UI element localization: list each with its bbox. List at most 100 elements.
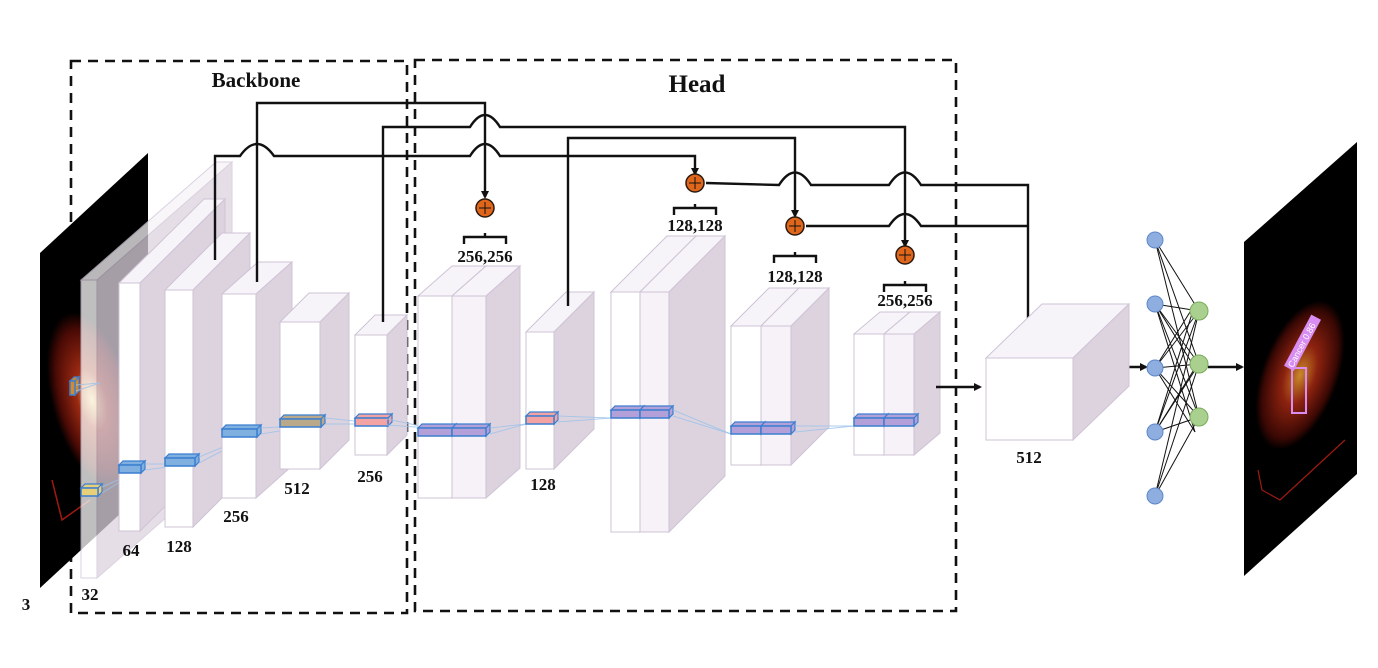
receptive-field-ray bbox=[557, 415, 612, 419]
detection-box bbox=[1291, 367, 1307, 414]
input-channels-label: 3 bbox=[22, 595, 31, 614]
receptive-field-ray bbox=[557, 417, 612, 423]
head-feature-4-b-front bbox=[760, 425, 792, 435]
detection-label-bg bbox=[1284, 314, 1321, 371]
concat-node-4: 256,256 bbox=[877, 245, 933, 310]
head-feature-1-a bbox=[416, 422, 458, 438]
head-feature-5-a-front bbox=[853, 417, 885, 427]
head-feature-2 bbox=[524, 410, 560, 426]
head-layer-3-b bbox=[638, 234, 727, 534]
backbone-feature-5-front bbox=[279, 418, 322, 428]
concat-bracket bbox=[462, 233, 508, 244]
head-feature-4-b bbox=[759, 420, 797, 436]
backbone-layer-1-front bbox=[80, 279, 98, 579]
head-layer-5-b-front bbox=[883, 333, 915, 456]
head-feature-3-b bbox=[638, 404, 675, 420]
concat-label: 256,256 bbox=[877, 291, 932, 310]
backbone-layer-5-front bbox=[279, 321, 321, 470]
backbone-feature-3-front bbox=[164, 457, 196, 467]
fc-connection bbox=[1154, 239, 1200, 312]
head-title: Head bbox=[669, 71, 726, 98]
fc-input-node-2 bbox=[1146, 295, 1164, 313]
head-layer-label-2: 128 bbox=[530, 475, 556, 494]
concat-bracket bbox=[672, 204, 718, 215]
skip-line-1 bbox=[213, 142, 699, 260]
fc-connection bbox=[1154, 363, 1200, 497]
backbone-feature-2 bbox=[117, 459, 147, 475]
fc-input-node-4 bbox=[1146, 423, 1164, 441]
concat-label: 128,128 bbox=[767, 267, 822, 286]
backbone-layer-label-5: 512 bbox=[284, 479, 310, 498]
backbone-feature-1-front bbox=[80, 487, 99, 497]
head-feature-1-b bbox=[450, 422, 492, 438]
output-body-outline bbox=[1257, 439, 1346, 501]
output-block-front bbox=[985, 357, 1074, 441]
skip-line-4 bbox=[566, 136, 799, 306]
head-feature-3-a-front bbox=[610, 409, 641, 419]
head-layer-1-a-front bbox=[417, 295, 453, 499]
receptive-field-ray bbox=[75, 382, 101, 386]
fc-connection bbox=[1154, 416, 1200, 497]
receptive-field-ray bbox=[672, 409, 732, 435]
backbone-feature-5 bbox=[278, 413, 327, 429]
head-layer-2-front bbox=[525, 331, 555, 470]
concat-label: 128,128 bbox=[667, 216, 722, 235]
concat-output-line-2 bbox=[806, 212, 1028, 228]
fc-connection bbox=[1154, 303, 1196, 369]
head-layer-2 bbox=[524, 290, 596, 471]
head-feature-5-b-front bbox=[883, 417, 915, 427]
backbone-layer-2-front bbox=[118, 282, 141, 532]
backbone-feature-1 bbox=[79, 482, 104, 498]
backbone-layer-6-side bbox=[386, 313, 408, 457]
concat-output-line-1 bbox=[705, 171, 1032, 360]
concat-node-1: 256,256 bbox=[457, 198, 513, 266]
skip-line-2 bbox=[255, 101, 489, 282]
head-border bbox=[413, 58, 958, 613]
head-feature-3-b-front bbox=[639, 409, 670, 419]
receptive-field-ray bbox=[489, 423, 527, 435]
head-layer-1-b bbox=[450, 264, 522, 500]
output-feature-block: 512 bbox=[984, 302, 1131, 467]
backbone-feature-2-front bbox=[118, 464, 142, 474]
fully-connected-network bbox=[1146, 231, 1209, 505]
fc-output-node-3 bbox=[1189, 407, 1209, 427]
receptive-field-ray bbox=[75, 382, 101, 392]
backbone-layer-5-side bbox=[319, 291, 350, 471]
fc-input-node-5 bbox=[1146, 487, 1164, 505]
backbone-layer-label-1: 32 bbox=[82, 585, 99, 604]
backbone-feature-6-front bbox=[354, 417, 389, 427]
backbone-layer-4-front bbox=[221, 293, 257, 499]
receptive-field-ray bbox=[672, 415, 732, 435]
head-layer-5-a-front bbox=[853, 333, 885, 456]
backbone-layer-label-2: 64 bbox=[123, 541, 141, 560]
layer-blocks: 32 64 128 256 512 256 128 bbox=[68, 160, 942, 604]
output-image: Cancer 0.86 bbox=[1244, 142, 1357, 576]
backbone-layer-label-3: 128 bbox=[166, 537, 192, 556]
head-feature-5-b bbox=[882, 412, 920, 428]
backbone-layer-6 bbox=[353, 313, 409, 457]
backbone-feature-3 bbox=[163, 452, 201, 468]
fc-input-node-3 bbox=[1146, 359, 1164, 377]
concat-bracket bbox=[882, 281, 928, 292]
backbone-feature-4-front bbox=[221, 428, 258, 438]
concat-node-2: 128,128 bbox=[667, 173, 723, 235]
input-feature-front bbox=[69, 380, 76, 396]
backbone-layer-label-6: 256 bbox=[357, 467, 383, 486]
concat-label: 256,256 bbox=[457, 247, 512, 266]
backbone-feature-6 bbox=[353, 412, 394, 428]
fc-input-node-1 bbox=[1146, 231, 1164, 249]
backbone-layer-label-4: 256 bbox=[223, 507, 249, 526]
fc-connection bbox=[1154, 310, 1200, 433]
head-feature-2-front bbox=[525, 415, 555, 425]
head-feature-4-a-front bbox=[730, 425, 762, 435]
skip-connections bbox=[213, 101, 1244, 391]
fc-connection bbox=[1154, 367, 1200, 418]
head-layer-4-b-front bbox=[760, 325, 792, 466]
head-layer-1-b-side bbox=[485, 264, 521, 500]
output-block-label: 512 bbox=[1016, 448, 1042, 467]
head-layer-5-b-side bbox=[913, 310, 941, 457]
receptive-field-ray bbox=[489, 423, 527, 429]
skip-line-3 bbox=[381, 113, 909, 322]
fc-output-node-1 bbox=[1189, 301, 1209, 321]
